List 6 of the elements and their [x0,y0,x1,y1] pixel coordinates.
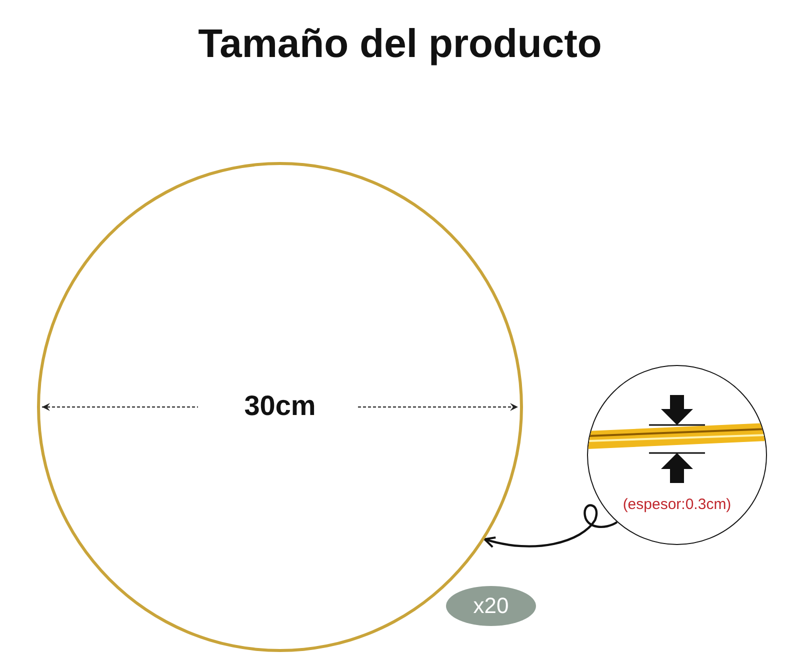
curly-arrow [484,504,618,548]
detail-inset [587,365,767,545]
thickness-note: (espesor:0.3cm) [622,496,732,513]
title: Tamaño del producto [197,22,603,67]
quantity-badge: x20 [446,586,536,626]
dimension-label: 30cm [243,390,317,422]
